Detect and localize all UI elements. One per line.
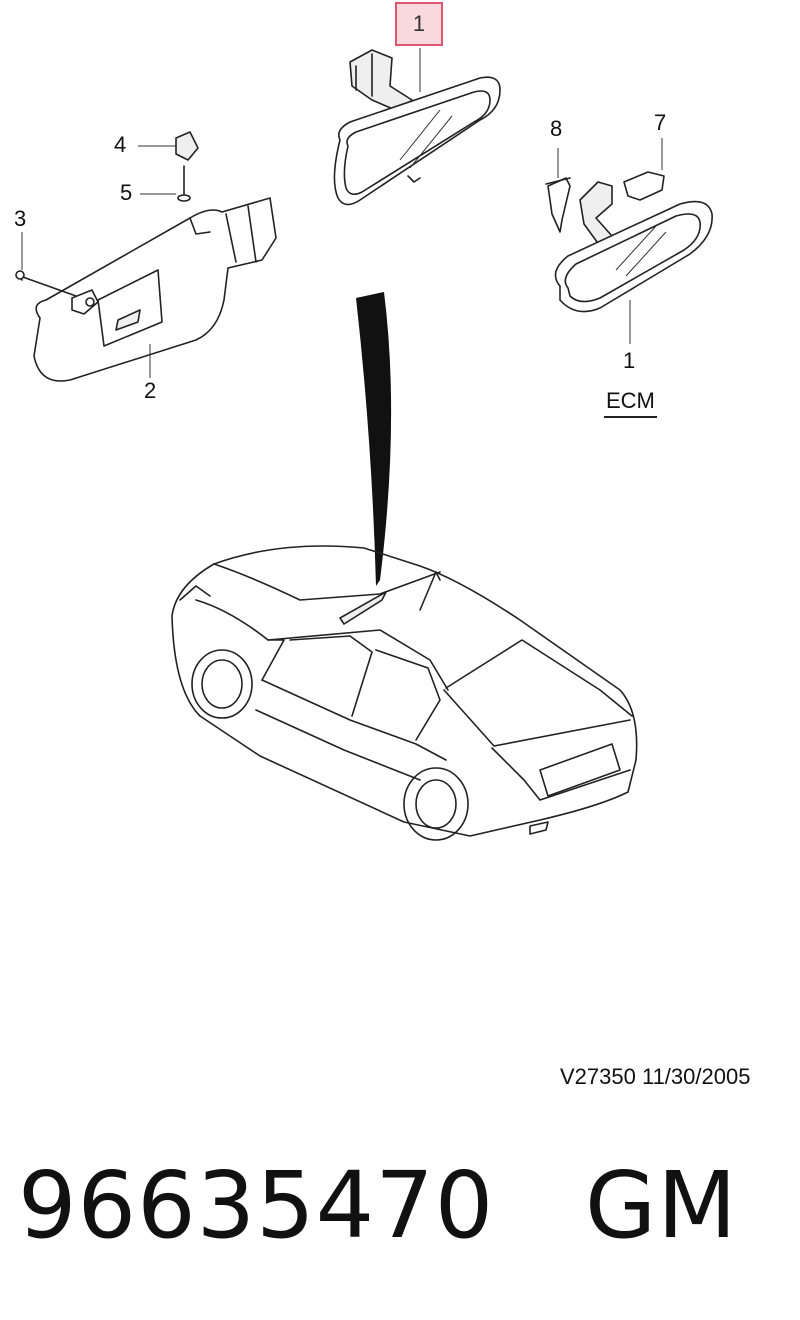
rearview-mirror-standard xyxy=(333,48,501,206)
ecm-label: ECM xyxy=(604,388,657,418)
callout-3: 3 xyxy=(14,206,27,231)
callout-4: 4 xyxy=(114,132,127,157)
callout-5: 5 xyxy=(120,180,133,205)
parts-diagram xyxy=(15,48,713,841)
highlighted-callout-1[interactable]: 1 xyxy=(395,2,443,46)
callout-7: 7 xyxy=(654,110,667,135)
callout-8: 8 xyxy=(550,116,563,141)
rearview-mirror-ecm xyxy=(545,138,713,344)
diagram-stamp: V27350 11/30/2005 xyxy=(560,1064,751,1089)
part-number: 96635470 GM xyxy=(18,1152,738,1259)
sun-visor xyxy=(15,131,277,382)
callout-2: 2 xyxy=(144,378,157,403)
car-outline xyxy=(171,545,638,841)
callout-1-ecm: 1 xyxy=(623,348,636,373)
pointer-arrow xyxy=(356,292,392,586)
